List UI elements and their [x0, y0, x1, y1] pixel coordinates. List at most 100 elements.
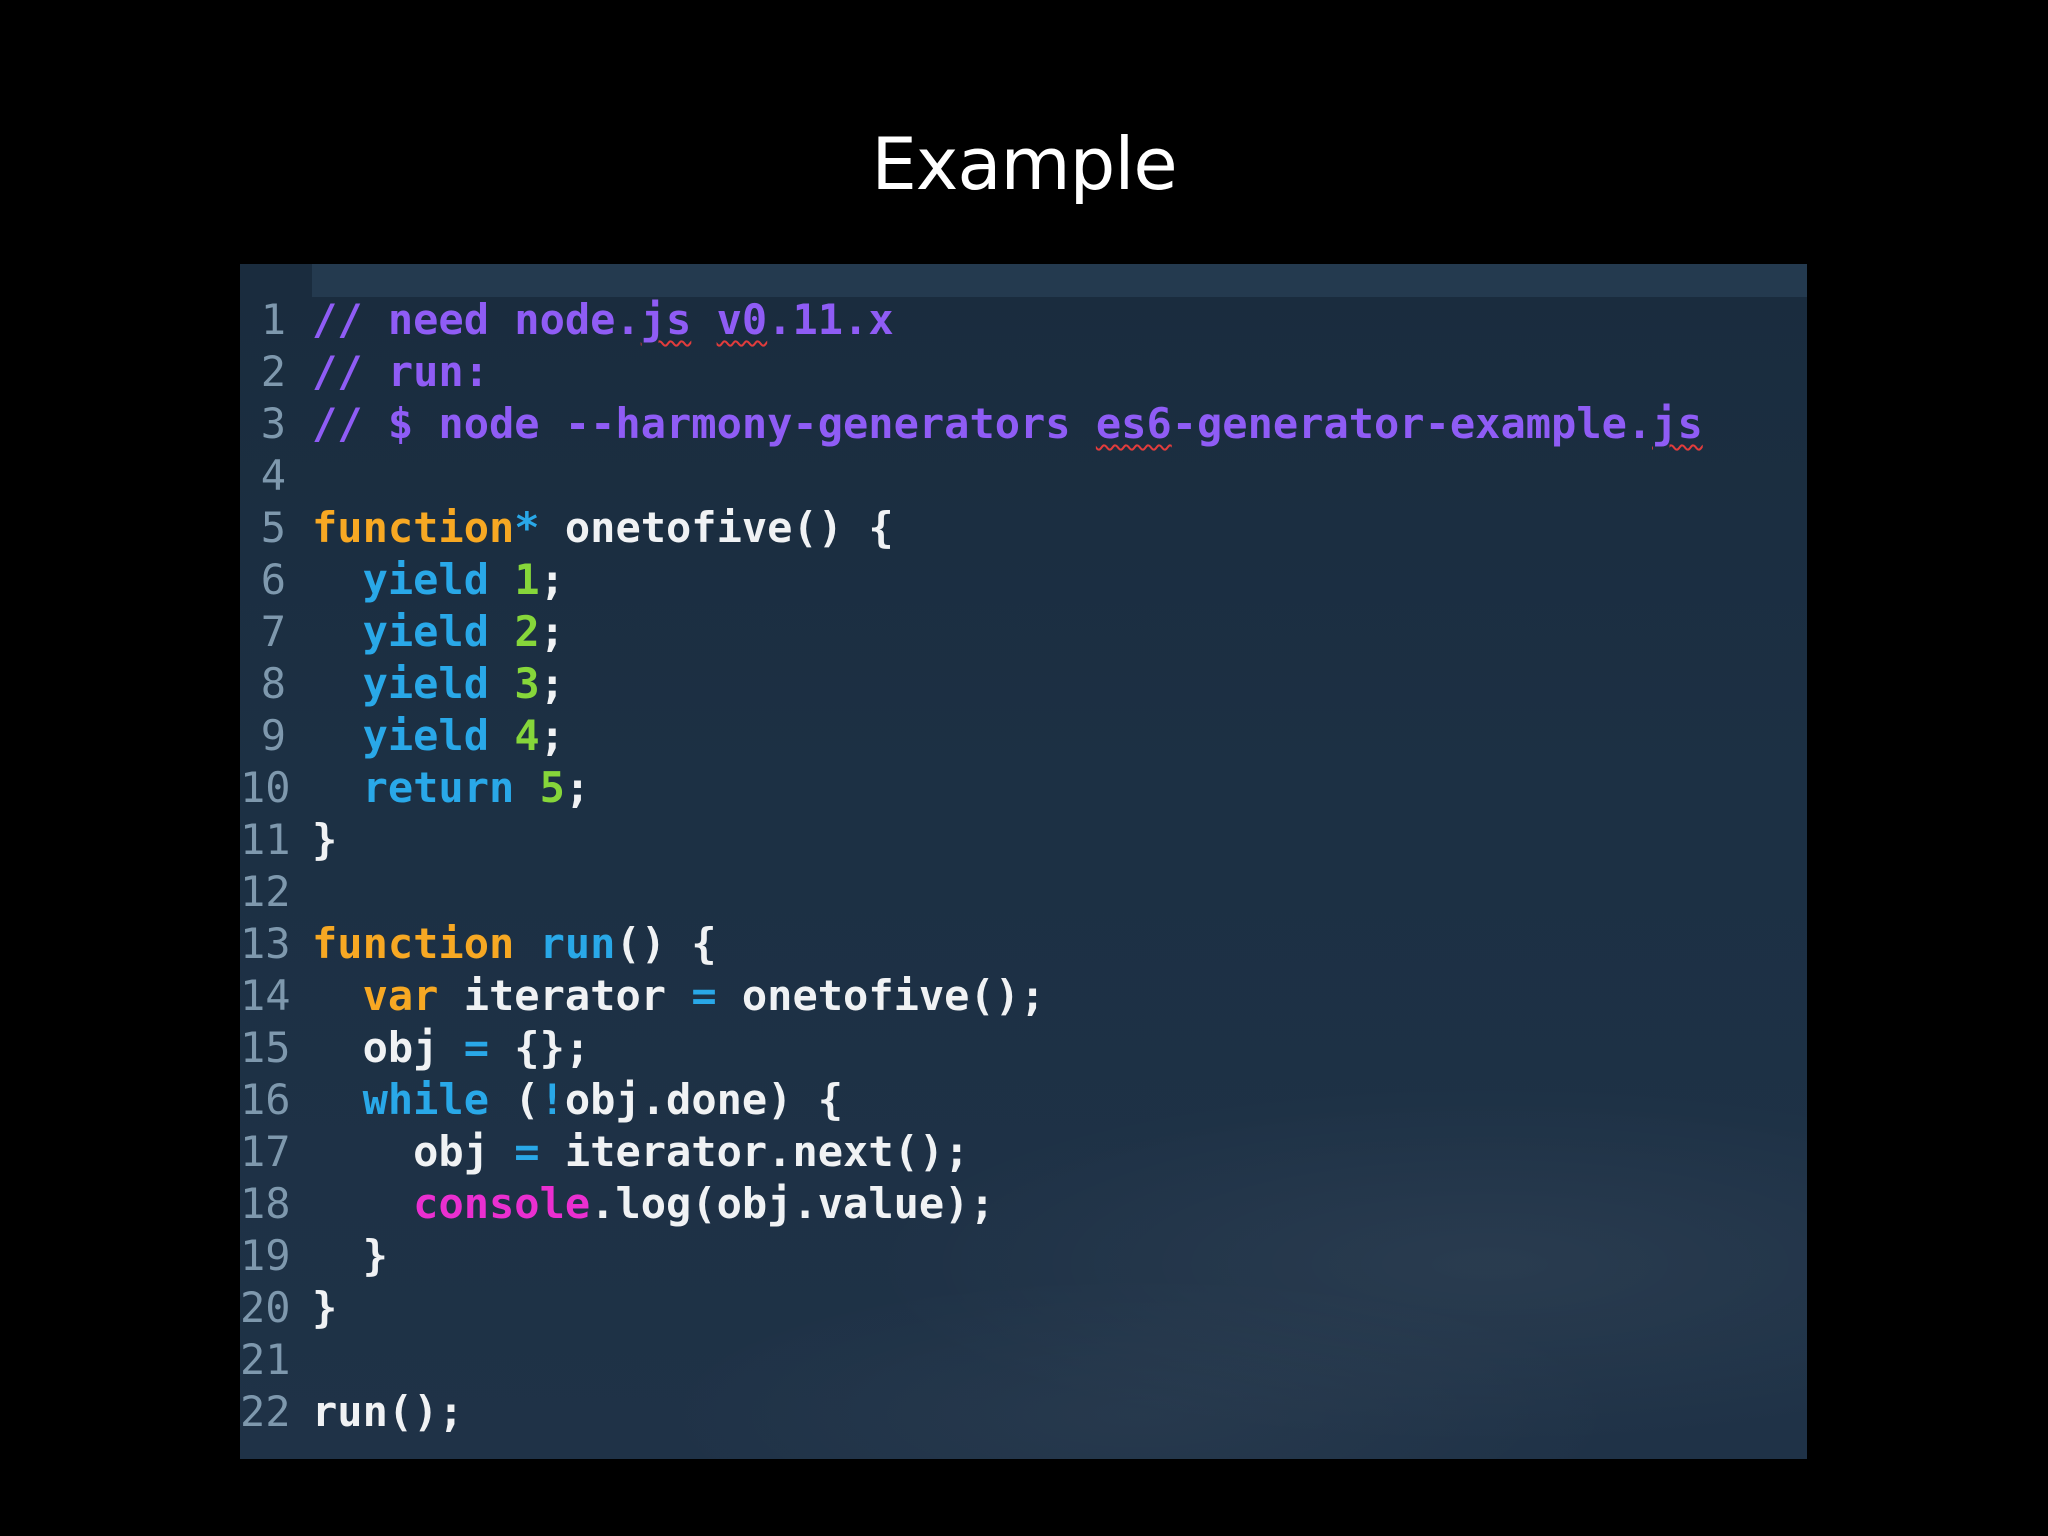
code-token	[312, 1075, 363, 1124]
line-number: 15	[240, 1023, 291, 1072]
code-line: 11}	[240, 814, 1807, 866]
code-token	[489, 659, 514, 708]
line-code: // run:	[312, 346, 489, 398]
line-number: 19	[240, 1231, 291, 1280]
line-number: 9	[260, 711, 286, 760]
line-code: obj = {};	[312, 1022, 591, 1074]
line-code: yield 3;	[312, 658, 565, 710]
code-token	[514, 763, 539, 812]
line-number: 17	[240, 1127, 291, 1176]
code-token: obj	[312, 1023, 464, 1072]
code-line: 7 yield 2;	[240, 606, 1807, 658]
code-line: 22 run();	[240, 1386, 1807, 1438]
code-token	[489, 607, 514, 656]
line-code: }	[312, 814, 337, 866]
line-number: 10	[240, 763, 291, 812]
code-token: .log(obj.value);	[590, 1179, 995, 1228]
code-line: 4	[240, 450, 1807, 502]
line-code: // $ node --harmony-generators es6-gener…	[312, 398, 1703, 450]
spellcheck-token: js	[640, 295, 692, 344]
line-code: var iterator = onetofive();	[312, 970, 1046, 1022]
line-code: yield 1;	[312, 554, 565, 606]
code-line: 19 }	[240, 1230, 1807, 1282]
line-code: return 5;	[312, 762, 591, 814]
code-line: 9 yield 4;	[240, 710, 1807, 762]
code-token: 2	[514, 607, 540, 656]
line-code: console.log(obj.value);	[312, 1178, 995, 1230]
code-token: obj	[312, 1127, 515, 1176]
line-code: while (!obj.done) {	[312, 1074, 843, 1126]
code-token: 3	[514, 659, 540, 708]
code-token: 1	[514, 555, 540, 604]
code-line: 3 // $ node --harmony-generators es6-gene…	[240, 398, 1807, 450]
code-token: onetofive();	[716, 971, 1046, 1020]
code-token: ;	[539, 711, 565, 760]
line-number: 13	[240, 919, 291, 968]
code-token: =	[514, 1127, 540, 1176]
code-line: 14 var iterator = onetofive();	[240, 970, 1807, 1022]
spellcheck-token: es6	[1095, 399, 1172, 448]
code-token: yield	[362, 555, 490, 604]
line-number: 6	[260, 555, 286, 604]
line-number: 2	[260, 347, 286, 396]
code-token: -generator-example.	[1171, 399, 1653, 448]
code-token	[489, 555, 514, 604]
code-token: ;	[539, 555, 565, 604]
line-number: 21	[240, 1335, 291, 1384]
code-token	[514, 919, 539, 968]
line-number: 7	[260, 607, 286, 656]
code-token: iterator.next();	[539, 1127, 970, 1176]
code-token: }	[312, 1283, 338, 1332]
code-line: 8 yield 3;	[240, 658, 1807, 710]
code-token: // $ node --harmony-generators	[312, 399, 1096, 448]
code-token: !	[539, 1075, 565, 1124]
code-token: *	[514, 503, 540, 552]
line-number: 3	[260, 399, 286, 448]
line-number: 20	[240, 1283, 291, 1332]
line-code: }	[312, 1282, 337, 1334]
code-line: 2 // run:	[240, 346, 1807, 398]
code-token: yield	[362, 711, 490, 760]
line-code: yield 4;	[312, 710, 565, 762]
code-token	[312, 971, 363, 1020]
code-token: console	[413, 1179, 591, 1228]
line-code: yield 2;	[312, 606, 565, 658]
line-number: 5	[260, 503, 286, 552]
code-token: iterator	[438, 971, 692, 1020]
line-code: }	[312, 1230, 388, 1282]
code-token: while	[362, 1075, 490, 1124]
line-number: 18	[240, 1179, 291, 1228]
code-token: run();	[312, 1387, 464, 1436]
line-number: 22	[240, 1387, 291, 1436]
code-token	[312, 763, 363, 812]
code-token: ;	[539, 659, 565, 708]
code-token: yield	[362, 659, 490, 708]
code-token: }	[312, 815, 338, 864]
code-line: 6 yield 1;	[240, 554, 1807, 606]
code-token: ;	[564, 763, 591, 812]
line-code: // need node.js v0.11.x	[312, 294, 894, 346]
spellcheck-token: v0	[716, 295, 768, 344]
code-token: function	[312, 919, 515, 968]
code-token: }	[312, 1231, 388, 1280]
code-token: 4	[514, 711, 540, 760]
code-token: // need node.	[312, 295, 641, 344]
code-token: onetofive() {	[539, 503, 894, 552]
line-number: 14	[240, 971, 291, 1020]
code-token	[312, 555, 363, 604]
code-token: (	[489, 1075, 540, 1124]
code-token	[489, 711, 514, 760]
line-number: 8	[260, 659, 286, 708]
code-line: 10 return 5;	[240, 762, 1807, 814]
code-token: 5	[539, 763, 565, 812]
code-token	[691, 295, 716, 344]
code-line: 1// need node.js v0.11.x	[240, 294, 1807, 346]
line-number: 12	[240, 867, 291, 916]
code-line: 15 obj = {};	[240, 1022, 1807, 1074]
code-line: 20}	[240, 1282, 1807, 1334]
code-line: 17 obj = iterator.next();	[240, 1126, 1807, 1178]
